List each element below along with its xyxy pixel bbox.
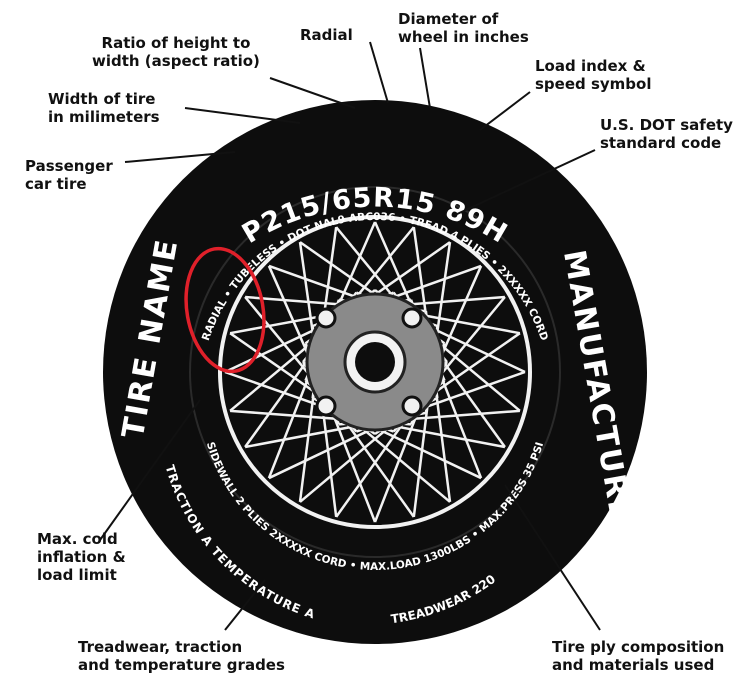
callout-radial: Radial: [300, 26, 353, 44]
callout-load-index: Load index &speed symbol: [535, 57, 652, 93]
highlight-ellipse: [184, 246, 266, 374]
hub-bore: [355, 342, 395, 382]
lug-nuts: [315, 307, 423, 417]
leader-lines: [99, 41, 601, 631]
